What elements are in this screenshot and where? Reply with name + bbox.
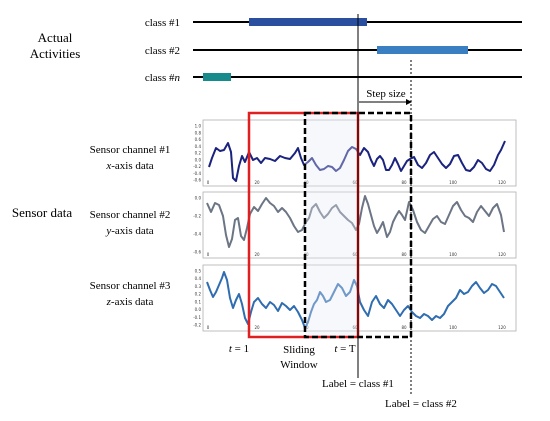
t-start-label: t = 1 xyxy=(229,343,249,355)
channel-label-3: Sensor channel #3 z-axis data xyxy=(90,280,171,308)
x-tick-label: 120 xyxy=(498,325,506,330)
signal-line-channel-1 xyxy=(208,140,506,182)
channel-name-3: Sensor channel #3 xyxy=(90,280,171,292)
step-size-label: Step size xyxy=(366,88,406,100)
label-class-2: Label = class #2 xyxy=(385,398,457,410)
y-tick-label: 0.2 xyxy=(195,151,202,156)
y-tick-label: -0.4 xyxy=(193,232,201,237)
x-tick-label: 0 xyxy=(207,325,210,330)
y-tick-label: -0.2 xyxy=(193,323,201,328)
activity-row-class-n: class #n xyxy=(145,72,522,84)
y-tick-label: 0.0 xyxy=(195,196,202,201)
sensor-data-heading: Sensor data xyxy=(12,205,73,220)
x-tick-label: 100 xyxy=(449,180,457,185)
y-tick-label: 0.0 xyxy=(195,307,202,312)
y-tick-label: 0.3 xyxy=(195,284,202,289)
y-tick-label: -0.2 xyxy=(193,164,201,169)
x-tick-label: 20 xyxy=(254,325,260,330)
y-tick-label: 0.6 xyxy=(195,137,202,142)
x-tick-label: 80 xyxy=(401,252,407,257)
channel-label-2: Sensor channel #2 y-axis data xyxy=(90,209,171,237)
x-tick-label: 120 xyxy=(498,180,506,185)
y-tick-label: 0.0 xyxy=(195,157,202,162)
y-tick-label: 1.0 xyxy=(195,124,202,129)
y-tick-label: 0.1 xyxy=(195,299,202,304)
activity-row-class-1: class #1 xyxy=(145,17,522,29)
y-tick-label: -0.6 xyxy=(193,178,201,183)
activity-bar-class-2 xyxy=(377,46,468,54)
activity-bar-class-n xyxy=(203,73,231,81)
y-tick-label: 0.5 xyxy=(195,269,202,274)
x-tick-label: 60 xyxy=(352,252,358,257)
y-tick-label: 0.4 xyxy=(195,144,202,149)
x-tick-label: 120 xyxy=(498,252,506,257)
activity-label-class-n: class #n xyxy=(145,72,181,84)
x-tick-label: 20 xyxy=(254,252,260,257)
channel-axis-2: y-axis data xyxy=(105,225,153,237)
x-tick-label: 60 xyxy=(352,325,358,330)
activity-label-class-2: class #2 xyxy=(145,45,180,57)
channel-name-2: Sensor channel #2 xyxy=(90,209,171,221)
sliding-window-label-line1: Sliding xyxy=(283,344,315,356)
activities-heading-line2: Activities xyxy=(30,46,81,61)
y-tick-label: -0.2 xyxy=(193,214,201,219)
activity-bar-class-1 xyxy=(249,18,367,26)
window-overlap-shade xyxy=(305,113,358,337)
x-tick-label: 20 xyxy=(254,180,260,185)
x-tick-label: 80 xyxy=(401,180,407,185)
y-tick-label: -0.4 xyxy=(193,171,201,176)
channel-label-1: Sensor channel #1 x-axis data xyxy=(90,144,171,172)
activity-row-class-2: class #2 xyxy=(145,45,522,57)
activity-label-class-1: class #1 xyxy=(145,17,180,29)
y-tick-label: 0.8 xyxy=(195,130,202,135)
channel-axis-3: z-axis data xyxy=(106,296,154,308)
channel-axis-1: x-axis data xyxy=(105,160,153,172)
t-end-label: t = T xyxy=(334,343,356,355)
y-tick-label: 0.2 xyxy=(195,292,202,297)
x-tick-label: 0 xyxy=(207,252,210,257)
sliding-window-label-line2: Window xyxy=(280,359,317,371)
x-tick-label: 60 xyxy=(352,180,358,185)
channel-name-1: Sensor channel #1 xyxy=(90,144,171,156)
signal-line-channel-3 xyxy=(206,271,505,329)
x-tick-label: 80 xyxy=(401,325,407,330)
y-tick-label: 0.4 xyxy=(195,276,202,281)
activities-heading-line1: Actual xyxy=(38,30,73,45)
x-tick-label: 100 xyxy=(449,325,457,330)
x-tick-label: 100 xyxy=(449,252,457,257)
x-tick-label: 0 xyxy=(207,180,210,185)
label-class-1: Label = class #1 xyxy=(322,378,394,390)
y-tick-label: -0.6 xyxy=(193,250,201,255)
y-tick-label: -0.1 xyxy=(193,315,201,320)
